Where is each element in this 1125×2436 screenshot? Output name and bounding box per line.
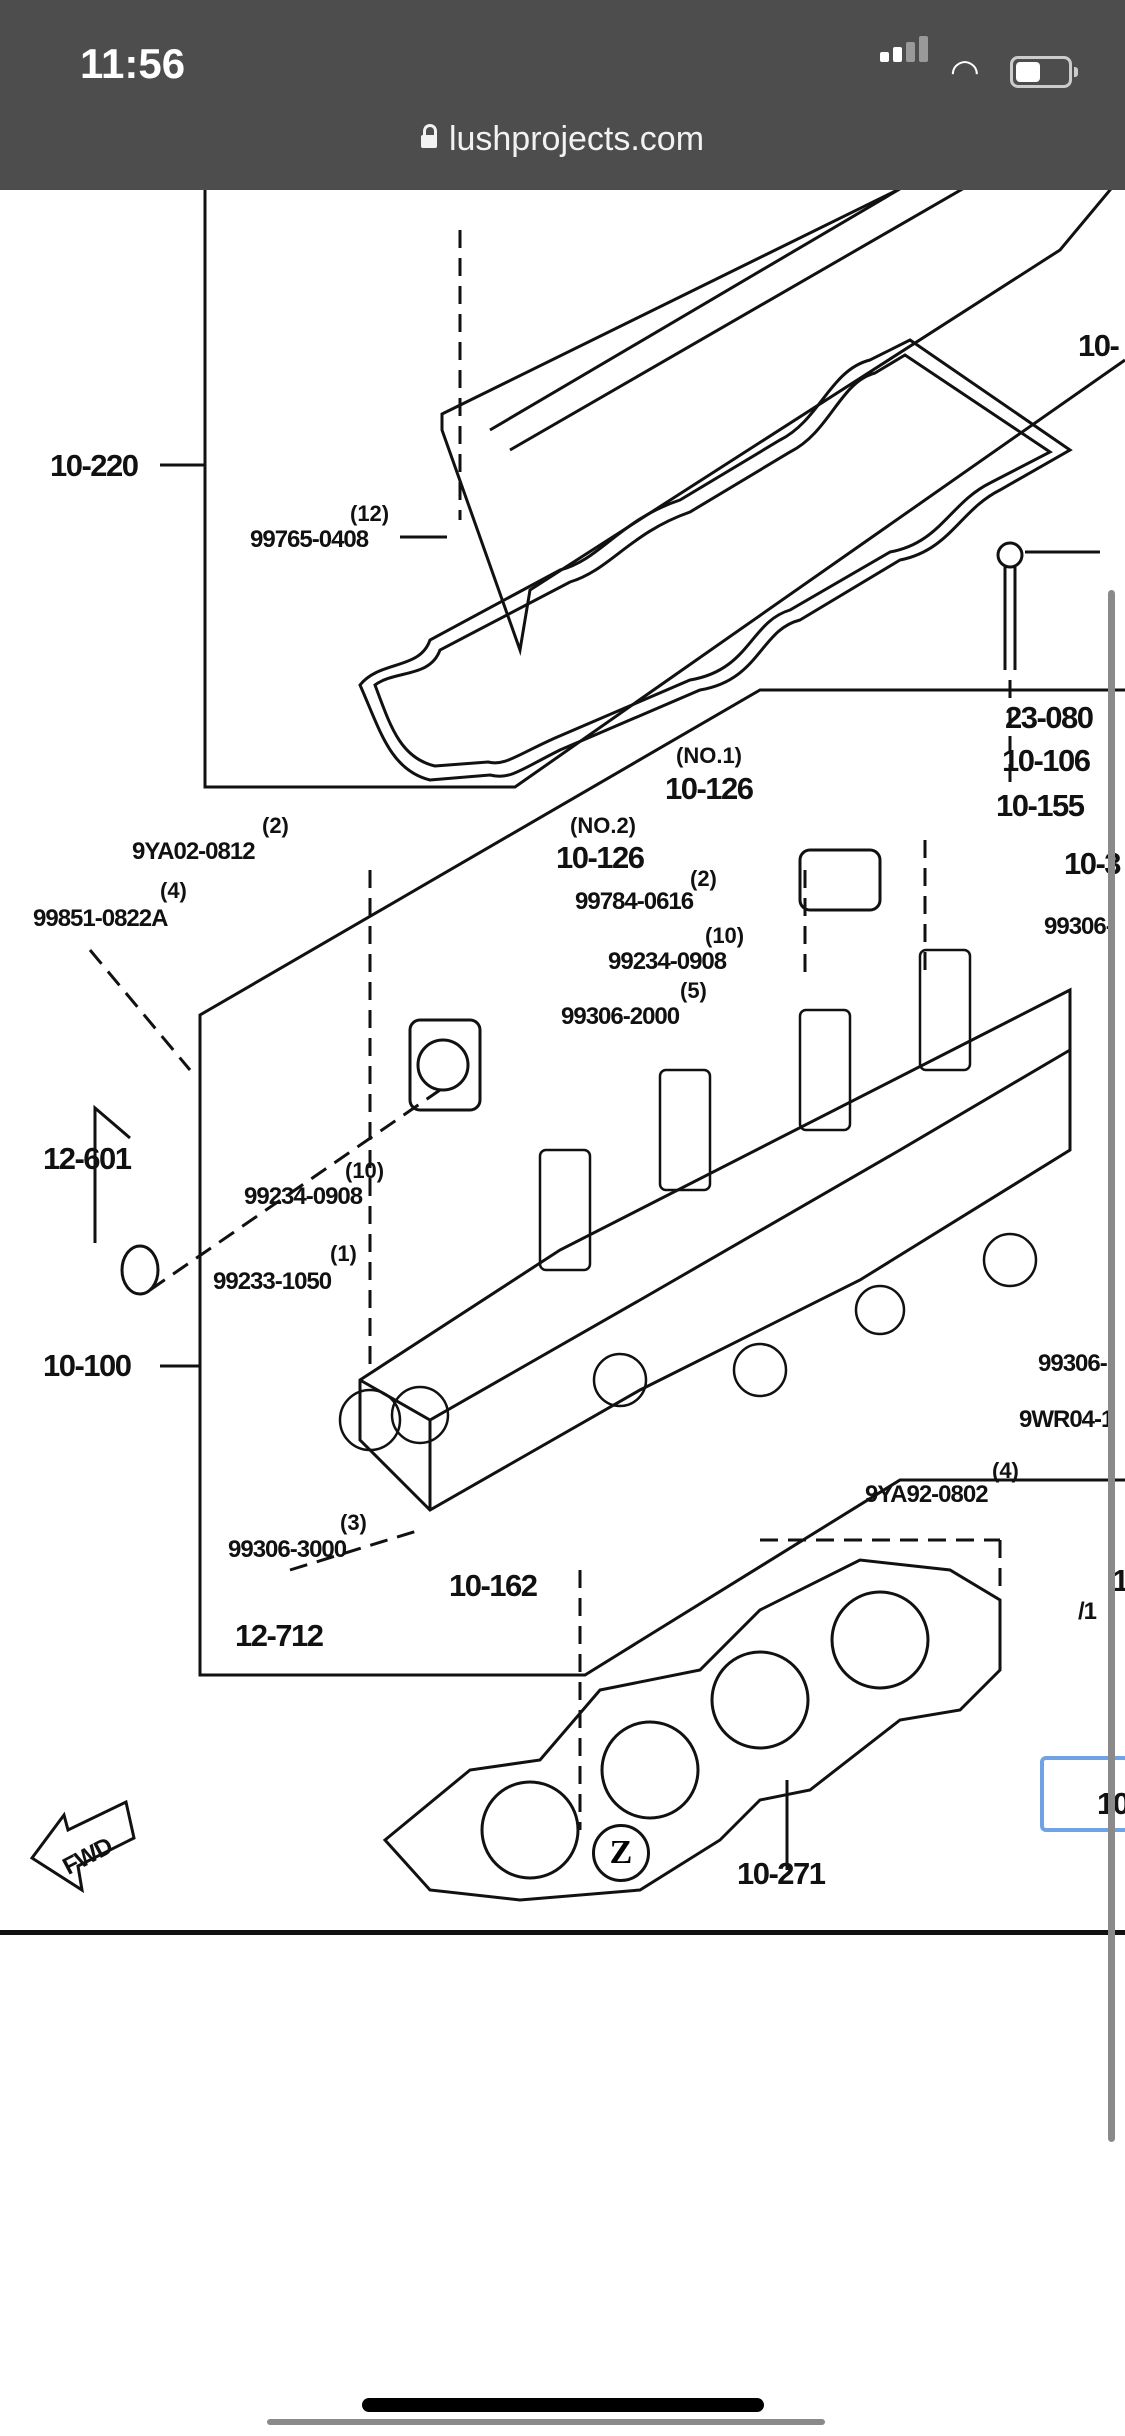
vertical-scrollbar[interactable] (1108, 590, 1115, 2142)
qty-label: (2) (262, 813, 289, 838)
valve-cover-gasket (358, 338, 1073, 782)
part-label[interactable]: 10-100 (43, 1348, 132, 1383)
qty-label: (10) (705, 923, 745, 948)
part-label[interactable]: 99765-0408 (250, 526, 369, 553)
horizontal-scrollbar[interactable] (267, 2419, 825, 2425)
part-label[interactable]: 9YA02-0812 (132, 838, 256, 865)
part-label[interactable]: 23-080 (1005, 700, 1094, 735)
part-label[interactable]: 10-126 (665, 771, 754, 806)
diagram-bottom-border (0, 1930, 1125, 1935)
qty-label: (2) (690, 866, 717, 891)
part-label[interactable]: 10-126 (556, 840, 645, 875)
fwd-arrow (29, 1799, 136, 1894)
part-label[interactable]: 99234-0908 (244, 1183, 363, 1210)
cylinder-head (358, 987, 1072, 1512)
qty-label: (NO.1) (676, 743, 742, 768)
qty-label: (4) (992, 1458, 1019, 1483)
part-label[interactable]: 10-271 (737, 1856, 826, 1891)
bracket-10-100 (198, 688, 1125, 1677)
wifi-icon: ◠ (950, 53, 980, 91)
status-bar: 11:56 ◠ lushprojects.com (0, 0, 1125, 190)
diagram-line-art (29, 190, 1125, 1902)
highlighted-link-box[interactable] (1040, 1756, 1125, 1832)
qty-label: (NO.2) (570, 813, 636, 838)
qty-label: (12) (350, 501, 390, 526)
oil-seal (120, 1244, 160, 1296)
address-bar[interactable]: lushprojects.com (0, 120, 1125, 159)
clock: 11:56 (80, 40, 186, 87)
part-label[interactable]: /1 (1078, 1598, 1097, 1625)
valve-cover (440, 190, 1112, 656)
part-label[interactable]: 10-162 (449, 1568, 538, 1603)
part-label[interactable]: 9WR04-1 (1019, 1406, 1114, 1433)
part-label[interactable]: 99784-0616 (575, 888, 694, 915)
part-label[interactable]: 99851-0822A (33, 905, 168, 932)
part-label[interactable]: 99306- (1044, 913, 1114, 940)
qty-label: (4) (160, 878, 187, 903)
qty-label: (5) (680, 978, 707, 1003)
part-label[interactable]: 10-106 (1002, 743, 1091, 778)
part-label[interactable]: 10-220 (50, 448, 139, 483)
url-text: lushprojects.com (448, 120, 705, 158)
view-z-marker: Z (592, 1824, 650, 1882)
part-label[interactable]: 12-601 (43, 1141, 132, 1176)
part-label[interactable]: 99234-0908 (608, 948, 727, 975)
qty-label: (3) (340, 1510, 367, 1535)
part-label[interactable]: 99306-2000 (561, 1003, 680, 1030)
parts-diagram: Z FWD 10-220 (12) 99765-0408 10- 23-080 … (0, 190, 1125, 1935)
part-label[interactable]: 9YA92-0802 (865, 1481, 989, 1508)
qty-label: (10) (345, 1158, 385, 1183)
part-label[interactable]: 99306- (1038, 1350, 1108, 1377)
part-label[interactable]: 12-712 (235, 1618, 324, 1653)
head-gasket (382, 1558, 1002, 1902)
part-label[interactable]: 10-155 (996, 788, 1085, 823)
bracket-10-220 (203, 190, 1125, 789)
part-label[interactable]: 99306-3000 (228, 1536, 347, 1563)
part-label[interactable]: 10- (1078, 328, 1120, 363)
part-label[interactable]: 99233-1050 (213, 1268, 332, 1295)
lock-icon (420, 124, 437, 148)
home-indicator[interactable] (362, 2398, 764, 2412)
part-label[interactable]: 1 (1112, 1563, 1125, 1598)
battery-icon (1010, 56, 1078, 88)
qty-label: (1) (330, 1241, 357, 1266)
